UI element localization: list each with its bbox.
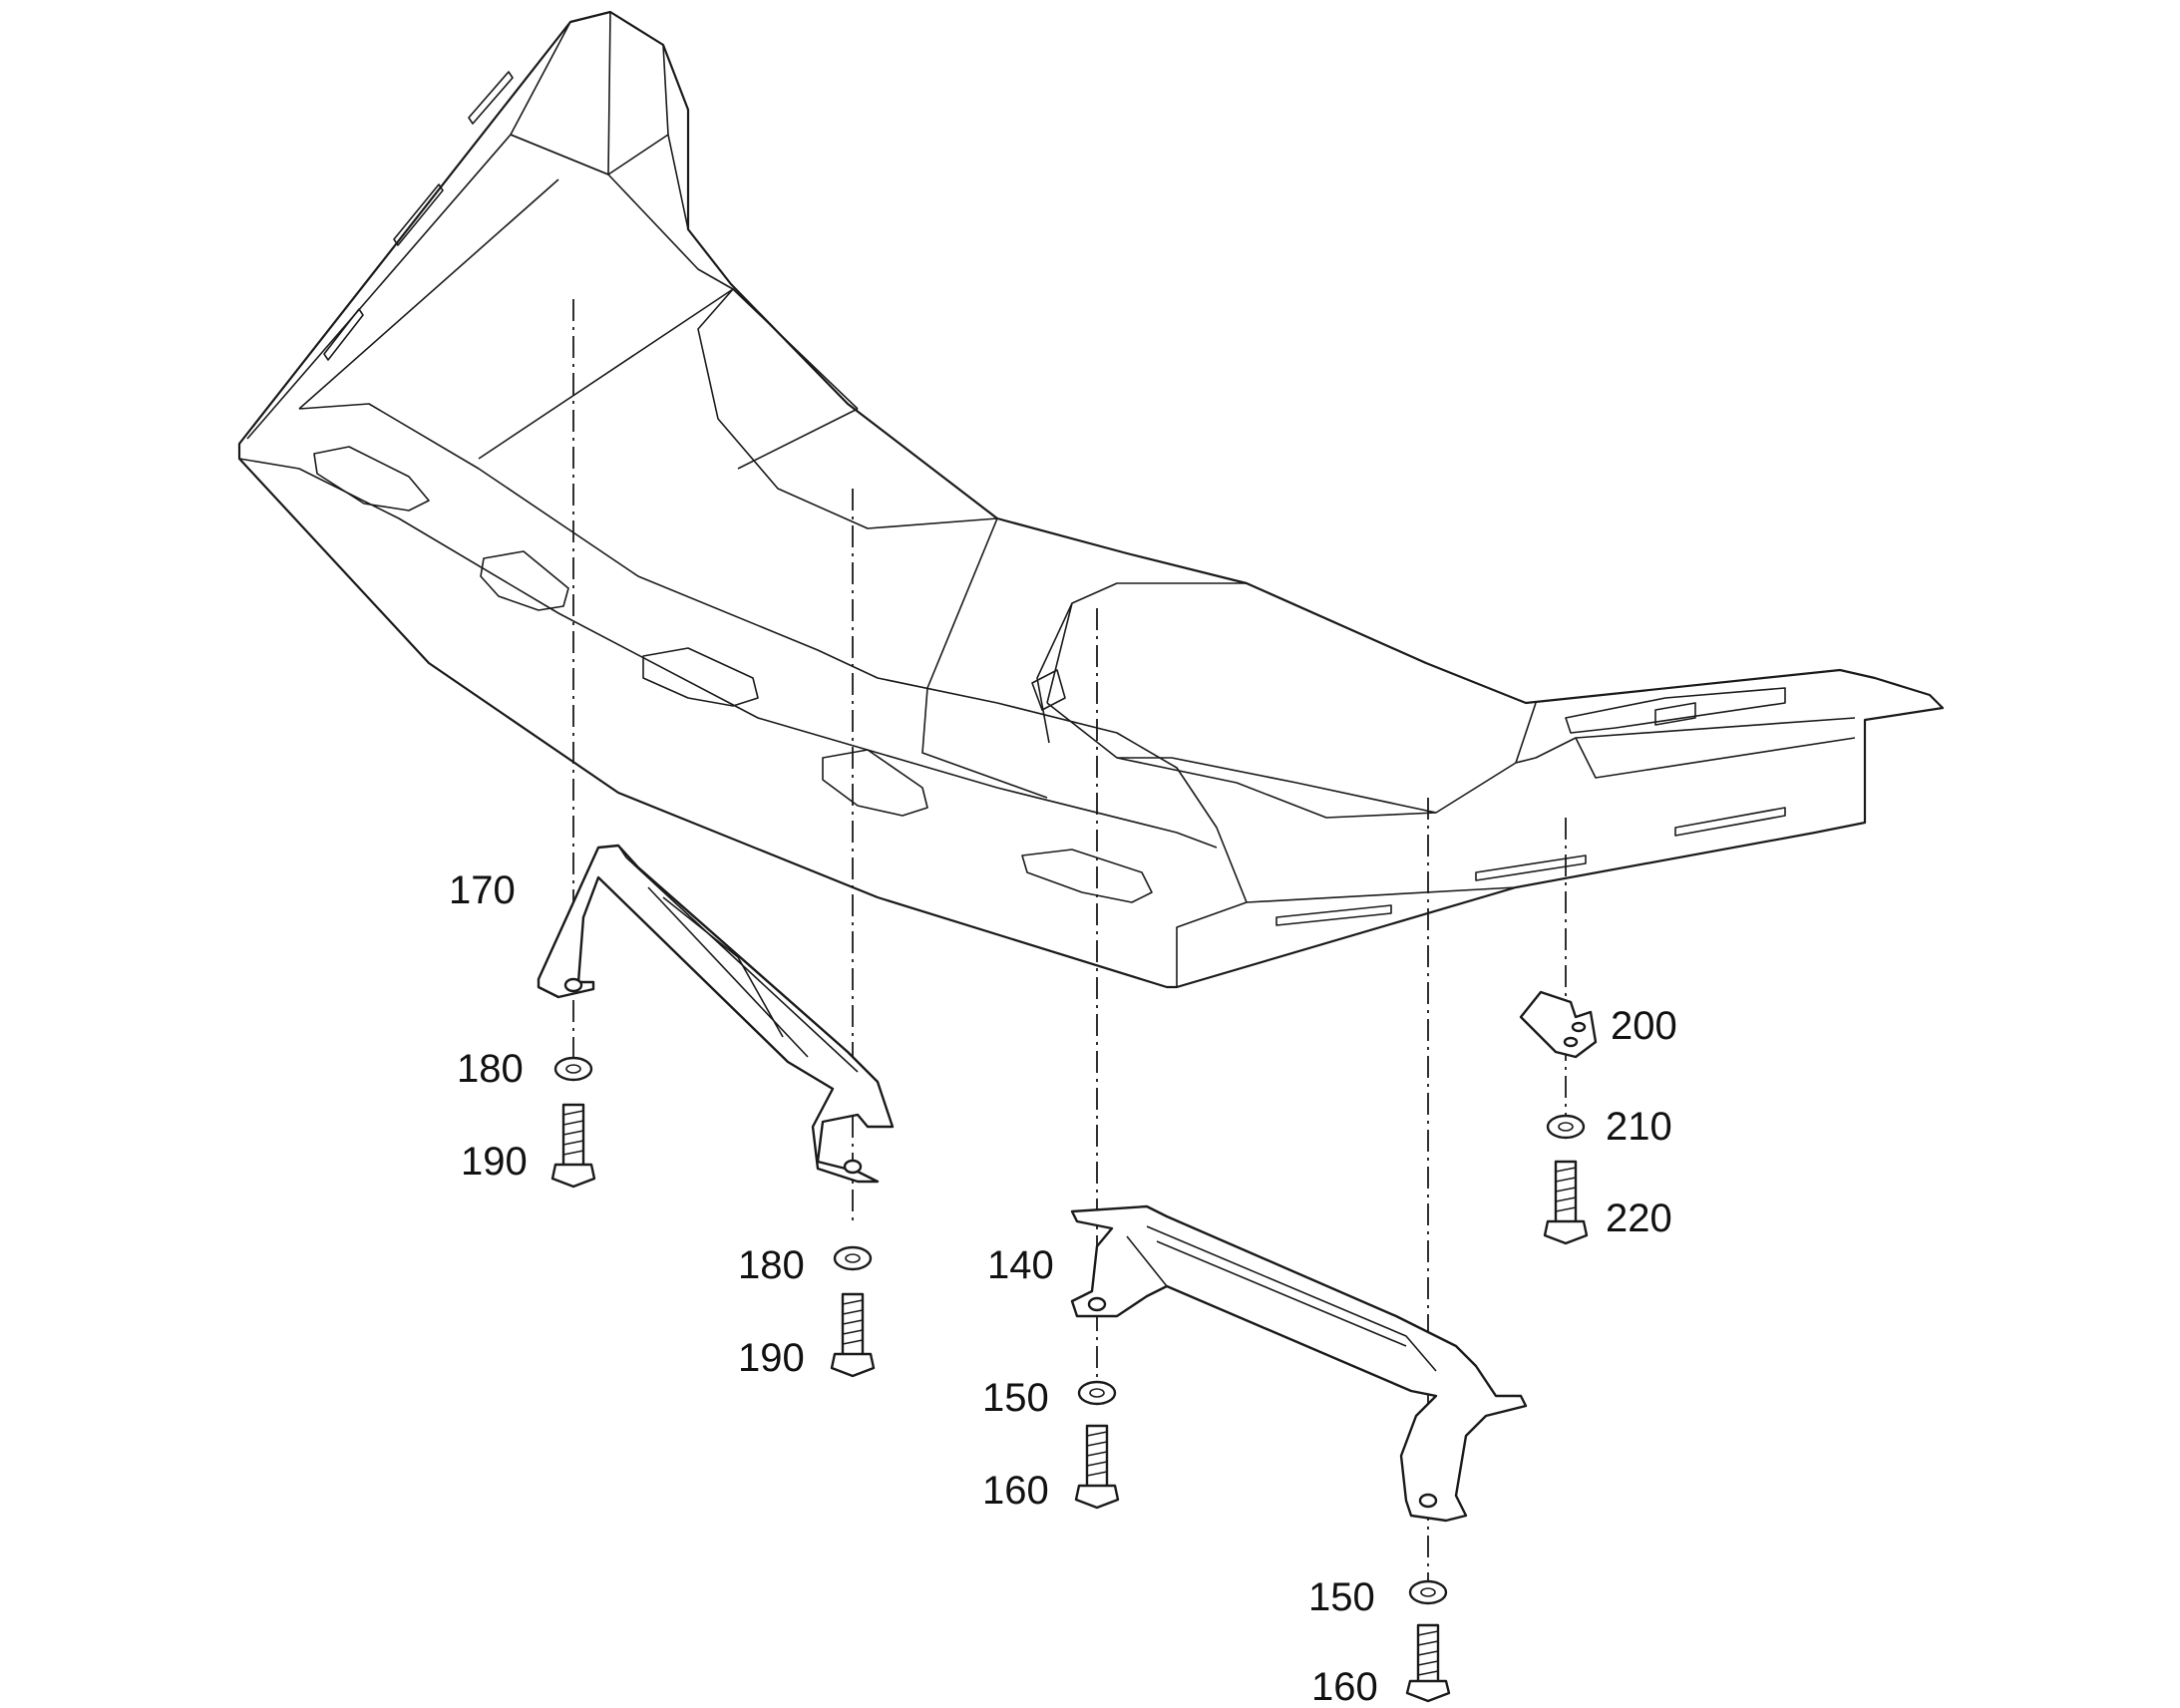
callout-170: 170 (449, 868, 516, 912)
bolt-160-left (1074, 1424, 1120, 1510)
bolts (550, 1103, 1589, 1703)
washer-180-right (833, 1245, 873, 1271)
callout-150-right: 150 (1308, 1575, 1375, 1619)
callout-160-left: 160 (982, 1469, 1049, 1513)
washer-210 (1546, 1114, 1586, 1140)
callout-210: 210 (1606, 1105, 1672, 1149)
callout-200: 200 (1611, 1004, 1677, 1048)
bolt-220 (1543, 1160, 1589, 1245)
callout-140: 140 (987, 1243, 1054, 1287)
washer-150-left (1077, 1380, 1117, 1406)
bolt-160-right (1405, 1623, 1451, 1703)
callout-160-right: 160 (1311, 1665, 1378, 1708)
callout-180-left: 180 (457, 1047, 524, 1091)
washers (553, 1056, 1586, 1605)
callout-180-right: 180 (738, 1243, 805, 1287)
callout-220: 220 (1606, 1196, 1672, 1240)
bolt-190-right (830, 1292, 876, 1378)
callout-190-left: 190 (461, 1140, 528, 1184)
bolt-190-left (550, 1103, 596, 1189)
washer-180-left (553, 1056, 593, 1082)
callout-150-left: 150 (982, 1376, 1049, 1420)
clip-200 (1519, 990, 1598, 1059)
washer-150-right (1408, 1579, 1448, 1605)
bracket-170 (537, 844, 895, 1184)
bracket-140 (1070, 1204, 1528, 1523)
callout-190-right: 190 (738, 1336, 805, 1380)
skid-plate-body (237, 10, 1945, 989)
callout-labels: 170 180 190 180 190 140 150 160 150 160 … (449, 868, 1677, 1708)
